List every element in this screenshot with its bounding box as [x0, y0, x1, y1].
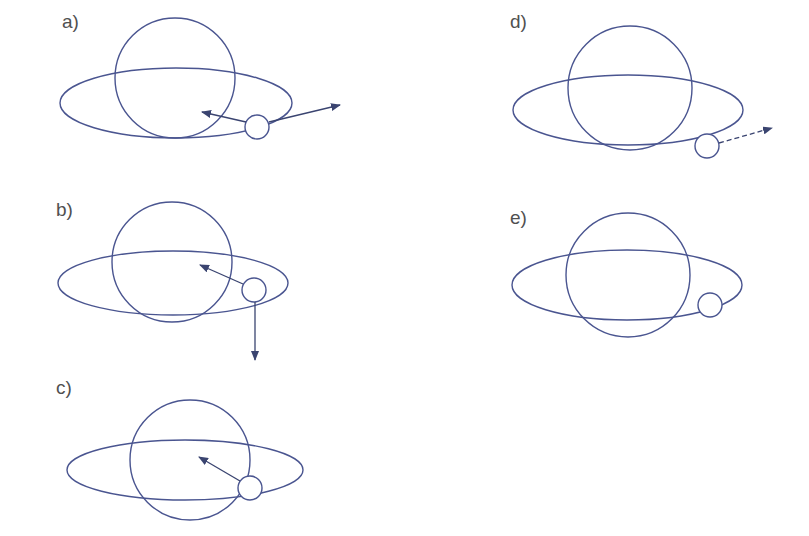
force-arrow — [199, 457, 240, 481]
planet — [112, 202, 232, 322]
force-arrow — [202, 112, 246, 122]
velocity-arrow — [719, 128, 772, 143]
orbit-ring — [512, 250, 742, 320]
orbit-ring — [67, 440, 303, 500]
planet — [568, 26, 692, 150]
panel-label: b) — [56, 200, 73, 219]
planet — [566, 213, 690, 337]
moon — [695, 134, 719, 158]
velocity-arrow — [269, 105, 340, 122]
orbit-ring — [60, 68, 292, 138]
panel-label: a) — [62, 12, 79, 31]
moon — [238, 476, 262, 500]
moon — [245, 115, 269, 139]
planet — [115, 18, 235, 138]
moon — [698, 293, 722, 317]
panel-label: d) — [510, 12, 527, 31]
planet — [130, 400, 250, 520]
velocity-arrow — [254, 302, 255, 360]
force-arrow — [200, 265, 243, 284]
panel-label: e) — [510, 208, 527, 227]
orbit-ring — [58, 251, 288, 315]
moon — [242, 278, 266, 302]
panel-label: c) — [56, 378, 72, 397]
